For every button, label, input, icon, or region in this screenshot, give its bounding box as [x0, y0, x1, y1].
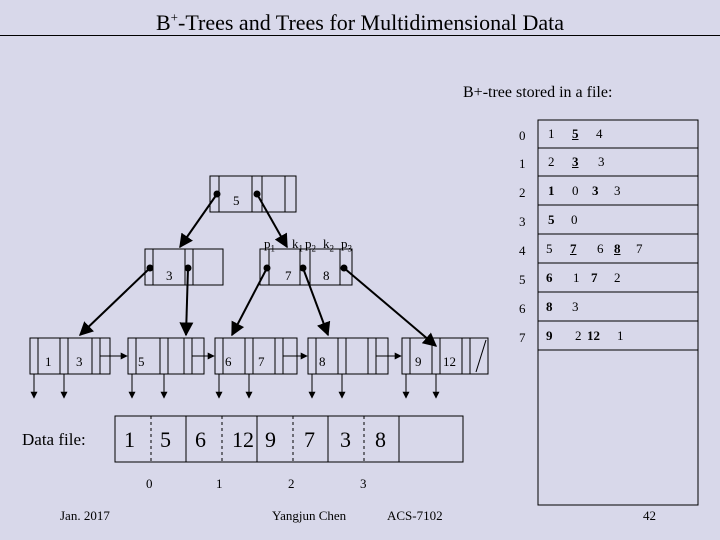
file-cell: 5 — [572, 126, 579, 141]
file-row-index: 0 — [519, 128, 526, 143]
internal-node-left — [144, 248, 224, 286]
file-cell: 7 — [636, 241, 643, 256]
leaf-key: 12 — [443, 354, 456, 369]
leaf-key: 7 — [258, 354, 265, 369]
file-row-index: 3 — [519, 214, 526, 229]
internal-right-key: 7 — [285, 268, 292, 283]
footer-course: ACS-7102 — [387, 508, 443, 523]
file-cell: 3 — [614, 183, 621, 198]
file-cell: 4 — [596, 126, 603, 141]
pointer-label-p3: p3 — [341, 236, 352, 254]
footer-date: Jan. 2017 — [60, 508, 110, 523]
file-cell: 8 — [614, 241, 621, 256]
leaf-key: 1 — [45, 354, 52, 369]
file-cell: 3 — [598, 154, 605, 169]
file-cell: 1 — [548, 183, 555, 198]
file-cell: 0 — [572, 183, 579, 198]
leaf-key: 3 — [76, 354, 83, 369]
file-cell: 12 — [587, 328, 600, 343]
file-cell: 2 — [575, 328, 582, 343]
key-label-k2: k2 — [323, 236, 334, 254]
leaf-key: 9 — [415, 354, 422, 369]
data-file-value: 3 — [340, 427, 351, 452]
file-row-index: 6 — [519, 301, 526, 316]
page-number: 42 — [643, 508, 656, 523]
data-file-value: 1 — [124, 427, 135, 452]
file-cell: 1 — [573, 270, 580, 285]
data-file-value: 5 — [160, 427, 171, 452]
file-cell: 7 — [591, 270, 598, 285]
key-label-k1: k1 — [292, 236, 303, 254]
file-cell: 7 — [570, 241, 577, 256]
file-cell: 9 — [546, 328, 553, 343]
file-row-index: 1 — [519, 156, 526, 171]
data-file-value: 9 — [265, 427, 276, 452]
tree-pointers — [78, 193, 438, 347]
title-bar: B+-Trees and Trees for Multidimensional … — [0, 0, 720, 36]
file-cell: 2 — [614, 270, 621, 285]
file-cell: 1 — [548, 126, 555, 141]
data-file-box — [114, 415, 464, 463]
root-node — [209, 175, 297, 213]
internal-node-right — [259, 248, 353, 286]
file-cell: 0 — [571, 212, 578, 227]
file-cell: 5 — [548, 212, 555, 227]
file-cell: 3 — [592, 183, 599, 198]
file-subtitle: B+-tree stored in a file: — [463, 84, 613, 101]
record-pointers — [30, 374, 440, 399]
file-cell: 1 — [617, 328, 624, 343]
block-number: 3 — [360, 476, 367, 491]
data-file-value: 12 — [232, 427, 254, 452]
file-cell: 2 — [548, 154, 555, 169]
file-cell: 6 — [597, 241, 604, 256]
block-number: 2 — [288, 476, 295, 491]
data-file-value: 7 — [304, 427, 315, 452]
pointer-label-p2: p2 — [305, 236, 316, 254]
file-cell: 5 — [546, 241, 553, 256]
file-table — [537, 119, 699, 506]
file-row-index: 2 — [519, 185, 526, 200]
file-cell: 3 — [572, 154, 579, 169]
block-number: 0 — [146, 476, 153, 491]
file-row-index: 5 — [519, 272, 526, 287]
footer-author: Yangjun Chen — [272, 508, 347, 523]
root-key: 5 — [233, 193, 240, 208]
file-row-index: 7 — [519, 330, 526, 345]
data-file-value: 8 — [375, 427, 386, 452]
slide-title: B+-Trees and Trees for Multidimensional … — [155, 10, 564, 36]
file-cell: 6 — [546, 270, 553, 285]
leaf-key: 8 — [319, 354, 326, 369]
data-file-label: Data file: — [22, 430, 86, 449]
data-file-value: 6 — [195, 427, 206, 452]
leaf-key: 5 — [138, 354, 145, 369]
internal-right-key: 8 — [323, 268, 330, 283]
file-row-index: 4 — [519, 243, 526, 258]
pointer-label-p1: p1 — [264, 236, 275, 254]
block-number: 1 — [216, 476, 223, 491]
internal-left-key: 3 — [166, 268, 173, 283]
file-cell: 8 — [546, 299, 553, 314]
file-cell: 3 — [572, 299, 579, 314]
leaf-key: 6 — [225, 354, 232, 369]
